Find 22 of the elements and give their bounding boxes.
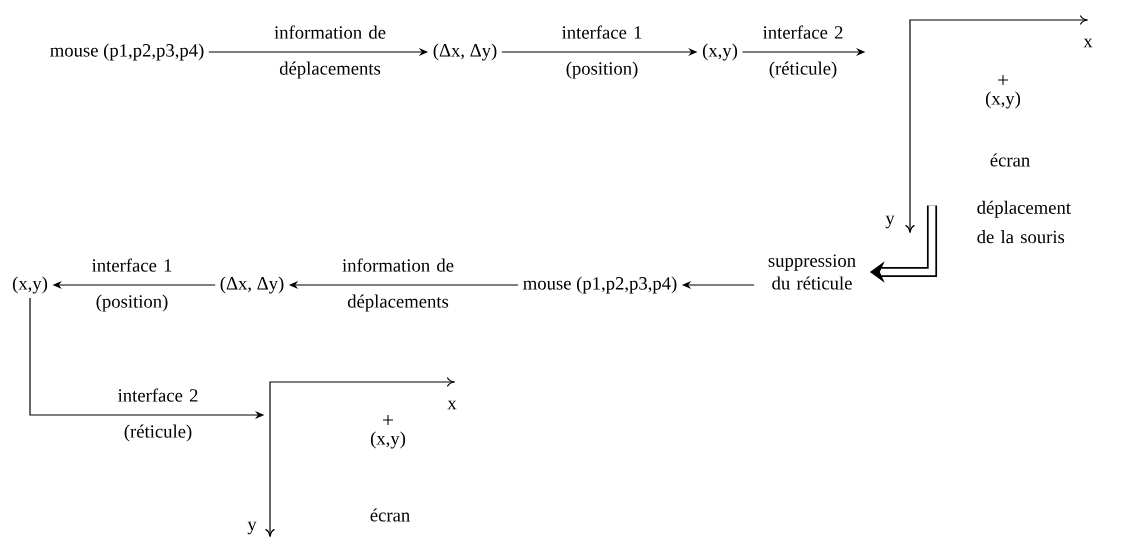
term-text: (x,y) <box>702 43 738 61</box>
edge-label: interface 1 (position) <box>562 25 642 79</box>
edge-label: déplacement de la souris <box>977 200 1071 244</box>
edge-label: interface 1 (position) <box>92 258 172 312</box>
edge-label: interface 2 (réticule) <box>763 25 843 79</box>
axis-label: y <box>885 215 895 229</box>
term-text: mouse (p1,p2,p3,p4) <box>523 276 677 294</box>
term-text: (Δx, Δy) <box>220 276 284 294</box>
term-text: mouse (p1,p2,p3,p4) <box>50 43 204 61</box>
axis-label: y <box>247 521 257 535</box>
edge-label: information de déplacements <box>274 25 386 79</box>
term-text: (Δx, Δy) <box>433 43 497 61</box>
point-label: (x,y) <box>985 91 1021 109</box>
edge-label: information de déplacements <box>342 258 454 312</box>
point-label: (x,y) <box>370 431 406 449</box>
axis-label: x <box>1083 38 1093 48</box>
edge-label: interface 2 (réticule) <box>118 388 198 442</box>
term-text: suppression du réticule <box>768 254 856 290</box>
screen-label: écran <box>990 153 1030 167</box>
axis-label: x <box>447 400 457 410</box>
term-text: (x,y) <box>12 276 48 294</box>
screen-label: écran <box>370 508 410 522</box>
